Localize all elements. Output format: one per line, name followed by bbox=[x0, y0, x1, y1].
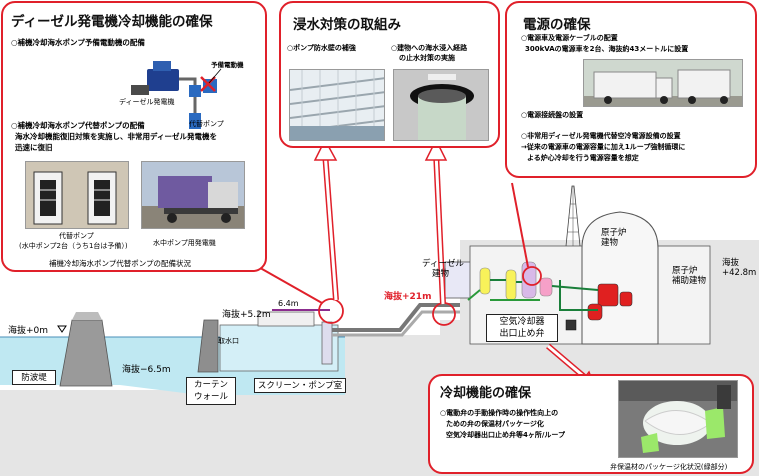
screen-pump-room-label: スクリーン・ポンプ室 bbox=[254, 378, 346, 393]
diesel-cooling-panel: ディーゼル発電機冷却機能の確保 ○補機冷却海水ポンプ予備電動機の配備 予備電動機… bbox=[1, 1, 267, 272]
cooling-photo-caption: 弁保温材のパッケージ化状況(緑部分) bbox=[610, 463, 728, 471]
power-item-3-desc-2: よる炉心冷却を行う電源容量を想定 bbox=[527, 154, 639, 162]
reactor-building-label: 原子炉建物 bbox=[601, 228, 627, 248]
cooling-panel-title: 冷却機能の確保 bbox=[440, 386, 532, 401]
diesel-panel-title: ディーゼル発電機冷却機能の確保 bbox=[11, 14, 213, 30]
power-supply-panel: 電源の確保 ○電源車及電源ケーブルの配置 300kVAの電源車を2台、海抜約43… bbox=[505, 1, 757, 178]
spare-motor-label: 予備電動機 bbox=[211, 61, 244, 69]
breakwater-shape bbox=[59, 319, 113, 387]
breakwater-label: 防波堤 bbox=[12, 370, 56, 385]
flood-item-2a: ○建物への海水浸入経路 bbox=[391, 44, 468, 52]
diesel-item-1: ○補機冷却海水ポンプ予備電動機の配備 bbox=[11, 38, 145, 47]
reactor-vessel bbox=[597, 283, 619, 307]
air-cooler-valve-label: 空気冷却器出口止め弁 bbox=[486, 314, 558, 342]
seal-photo bbox=[393, 69, 489, 141]
power-truck-photo bbox=[583, 59, 743, 107]
diesel-building-label: ディーゼル建物 bbox=[422, 259, 464, 279]
diesel-panel-footer: 補機冷却海水ポンプ代替ポンプの配備状況 bbox=[49, 259, 192, 268]
cooling-item-1b: ための弁の保温材パッケージ化 bbox=[446, 420, 544, 428]
cooling-function-panel: 冷却機能の確保 ○電動弁の手動操作時の操作性向上の ための弁の保温材パッケージ化… bbox=[428, 374, 754, 474]
photo2-caption: 水中ポンプ用発電機 bbox=[153, 239, 216, 247]
depth-label: 海抜−6.5m bbox=[122, 365, 171, 375]
elevation-6-4-label: 6.4m bbox=[278, 299, 299, 308]
photo1-caption-2: (水中ポンプ2台（うち1台は予備）) bbox=[19, 242, 128, 250]
pump-column bbox=[321, 321, 333, 365]
photo1-caption-1: 代替ポンプ bbox=[59, 232, 94, 240]
intake-label: 取水口 bbox=[218, 337, 239, 345]
power-panel-title: 電源の確保 bbox=[523, 17, 591, 33]
power-item-1: ○電源車及電源ケーブルの配置 bbox=[521, 34, 618, 42]
power-item-3: ○非常用ディーゼル発電機代替空冷電源設備の設置 bbox=[521, 132, 681, 140]
power-item-2: ○電源接続盤の設置 bbox=[521, 111, 584, 119]
power-item-1-desc: 300kVAの電源車を2台、海抜約43メートルに設置 bbox=[525, 45, 689, 53]
cooling-item-1: ○電動弁の手動操作時の操作性向上の bbox=[440, 409, 559, 417]
diesel-generator-label: ディーゼル発電機 bbox=[119, 98, 175, 106]
cooling-item-1c: 空気冷却器出口止め弁等4ヶ所/ループ bbox=[446, 431, 566, 439]
elevation-5-2-label: 海抜+5.2m bbox=[222, 310, 271, 320]
diesel-desc-1: 海水冷却機能復旧対策を実施し、非常用ディーゼル発電機を bbox=[15, 132, 217, 141]
diesel-item-2: ○補機冷却海水ポンプ代替ポンプの配備 bbox=[11, 121, 145, 130]
flood-item-1: ○ポンプ防水壁の補強 bbox=[287, 44, 356, 52]
alt-pump-label: 代替ポンプ bbox=[189, 120, 224, 128]
aux-building-label: 原子炉補助建物 bbox=[672, 266, 707, 286]
flood-panel-title: 浸水対策の取組み bbox=[293, 17, 401, 33]
diesel-desc-2: 迅速に復旧 bbox=[15, 143, 53, 152]
elevation-42-8-label: 海抜+42.8m bbox=[722, 258, 757, 278]
elevation-21-label: 海抜+21m bbox=[384, 292, 432, 302]
power-item-3-desc-1: →従来の電源車の電源容量に加え1ループ強制循環に bbox=[521, 143, 686, 151]
sea-level-label: 海抜+0m bbox=[8, 326, 49, 336]
valve-insulation-photo bbox=[618, 380, 738, 458]
curtain-wall-label: カーテンウォール bbox=[186, 377, 236, 405]
generator-photo bbox=[141, 161, 245, 229]
pump-wall-photo bbox=[289, 69, 385, 141]
curtain-wall-shape bbox=[197, 319, 219, 373]
spare-motor-schematic bbox=[131, 61, 222, 129]
screen-pump-room-shape bbox=[219, 324, 339, 372]
alt-pump-photo bbox=[25, 161, 129, 229]
flood-countermeasure-panel: 浸水対策の取組み ○ポンプ防水壁の補強 ○建物への海水浸入経路 の止水対策の実施 bbox=[279, 1, 500, 148]
flood-item-2b: の止水対策の実施 bbox=[399, 54, 455, 62]
